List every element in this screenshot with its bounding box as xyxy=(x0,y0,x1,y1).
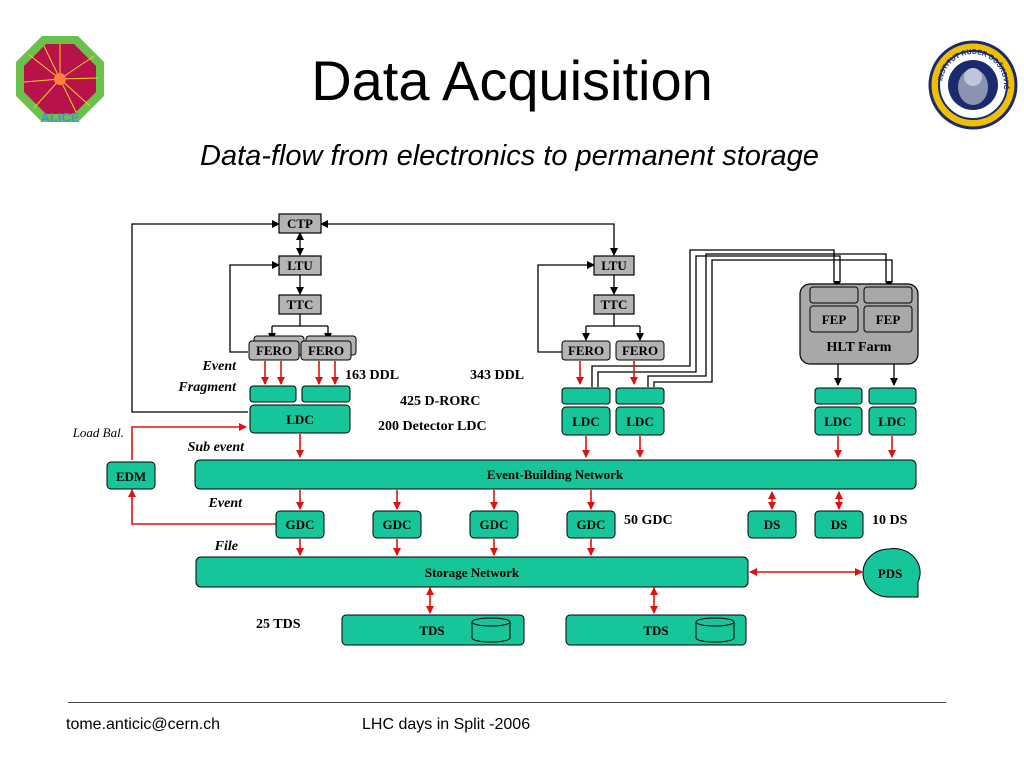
footer-email: tome.anticic@cern.ch xyxy=(66,716,221,733)
note-detector-ldc: 200 Detector LDC xyxy=(378,419,487,434)
fero-box-1: FERO xyxy=(248,335,305,361)
ldc-box-1: LDC xyxy=(249,404,351,434)
gdc-box-3: GDC xyxy=(469,510,519,539)
ltu-box-right: LTU xyxy=(593,255,635,276)
edm-box: EDM xyxy=(106,461,156,490)
ltu-label-left: LTU xyxy=(287,258,313,273)
gdc-label-2: GDC xyxy=(383,517,412,532)
irb-logo: INSTITUT RUĐER BOŠKOVIĆ xyxy=(928,40,1018,130)
fep-label-2: FEP xyxy=(876,312,901,327)
ldc-label-2: LDC xyxy=(572,414,599,429)
ldc-box-4: LDC xyxy=(814,406,863,436)
note-gdc-count: 50 GDC xyxy=(624,513,673,528)
ctp-box: CTP xyxy=(278,213,322,234)
note-ddl-163: 163 DDL xyxy=(345,368,399,383)
ldc-box-3: LDC xyxy=(615,406,665,436)
tds-label-2: TDS xyxy=(643,623,668,638)
pds-label: PDS xyxy=(878,566,903,581)
fero-box-3: FERO xyxy=(561,340,611,361)
note-ds-count: 10 DS xyxy=(872,513,908,528)
slide-subtitle: Data-flow from electronics to permanent … xyxy=(200,140,819,172)
fep-label-1: FEP xyxy=(822,312,847,327)
note-sub-event: Sub event xyxy=(188,440,246,455)
slide-title: Data Acquisition xyxy=(311,49,713,112)
fero-box-4: FERO xyxy=(615,340,665,361)
fero-label-4: FERO xyxy=(622,343,658,358)
fero-box-2: FERO xyxy=(300,335,357,361)
note-load-bal: Load Bal. xyxy=(72,425,124,440)
note-ddl-343: 343 DDL xyxy=(470,368,524,383)
ttc-label-left: TTC xyxy=(287,297,314,312)
ldc-label-3: LDC xyxy=(626,414,653,429)
tds-label-1: TDS xyxy=(419,623,444,638)
fero-label-3: FERO xyxy=(568,343,604,358)
fero-label-1: FERO xyxy=(256,343,292,358)
tds-box-1: TDS xyxy=(341,614,525,646)
ttc-box-left: TTC xyxy=(278,294,322,315)
ebn-label: Event-Building Network xyxy=(487,467,624,482)
edm-label: EDM xyxy=(116,469,146,484)
ltu-box-left: LTU xyxy=(278,255,322,276)
footer-divider xyxy=(68,702,946,703)
note-tds-count: 25 TDS xyxy=(256,617,301,632)
ldc-box-2: LDC xyxy=(561,406,611,436)
fero-label-2: FERO xyxy=(308,343,344,358)
pds-box: PDS xyxy=(862,548,921,598)
note-event: Event xyxy=(208,496,244,511)
note-file: File xyxy=(214,539,238,554)
ds-box-2: DS xyxy=(814,510,864,539)
storage-network-label: Storage Network xyxy=(425,565,520,580)
ds-box-1: DS xyxy=(747,510,797,539)
alice-logo: ALICE xyxy=(16,36,104,124)
gdc-label-3: GDC xyxy=(480,517,509,532)
gdc-box-2: GDC xyxy=(372,510,422,539)
gdc-label-1: GDC xyxy=(286,517,315,532)
ldc-box-5: LDC xyxy=(868,406,917,436)
note-event-fragment-2: Fragment xyxy=(177,380,237,395)
storage-network: Storage Network xyxy=(195,556,749,588)
footer-event: LHC days in Split -2006 xyxy=(362,716,531,733)
alice-logo-text: ALICE xyxy=(41,110,80,124)
ds-label-2: DS xyxy=(831,517,848,532)
ldc-label-1: LDC xyxy=(286,412,313,427)
tds-box-2: TDS xyxy=(565,614,747,646)
gdc-box-4: GDC xyxy=(566,510,616,539)
hlt-farm-label: HLT Farm xyxy=(827,340,892,355)
hlt-farm: FEP FEP HLT Farm xyxy=(799,283,919,365)
note-rorc: 425 D-RORC xyxy=(400,394,481,409)
event-building-network: Event-Building Network xyxy=(194,459,917,490)
gdc-label-4: GDC xyxy=(577,517,606,532)
ctp-label: CTP xyxy=(287,216,313,231)
ds-label-1: DS xyxy=(764,517,781,532)
note-event-fragment-1: Event xyxy=(202,359,238,374)
ttc-label-right: TTC xyxy=(601,297,628,312)
ltu-label-right: LTU xyxy=(601,258,627,273)
gdc-box-1: GDC xyxy=(275,510,325,539)
ldc-label-4: LDC xyxy=(824,414,851,429)
ttc-box-right: TTC xyxy=(593,294,635,315)
ldc-label-5: LDC xyxy=(878,414,905,429)
